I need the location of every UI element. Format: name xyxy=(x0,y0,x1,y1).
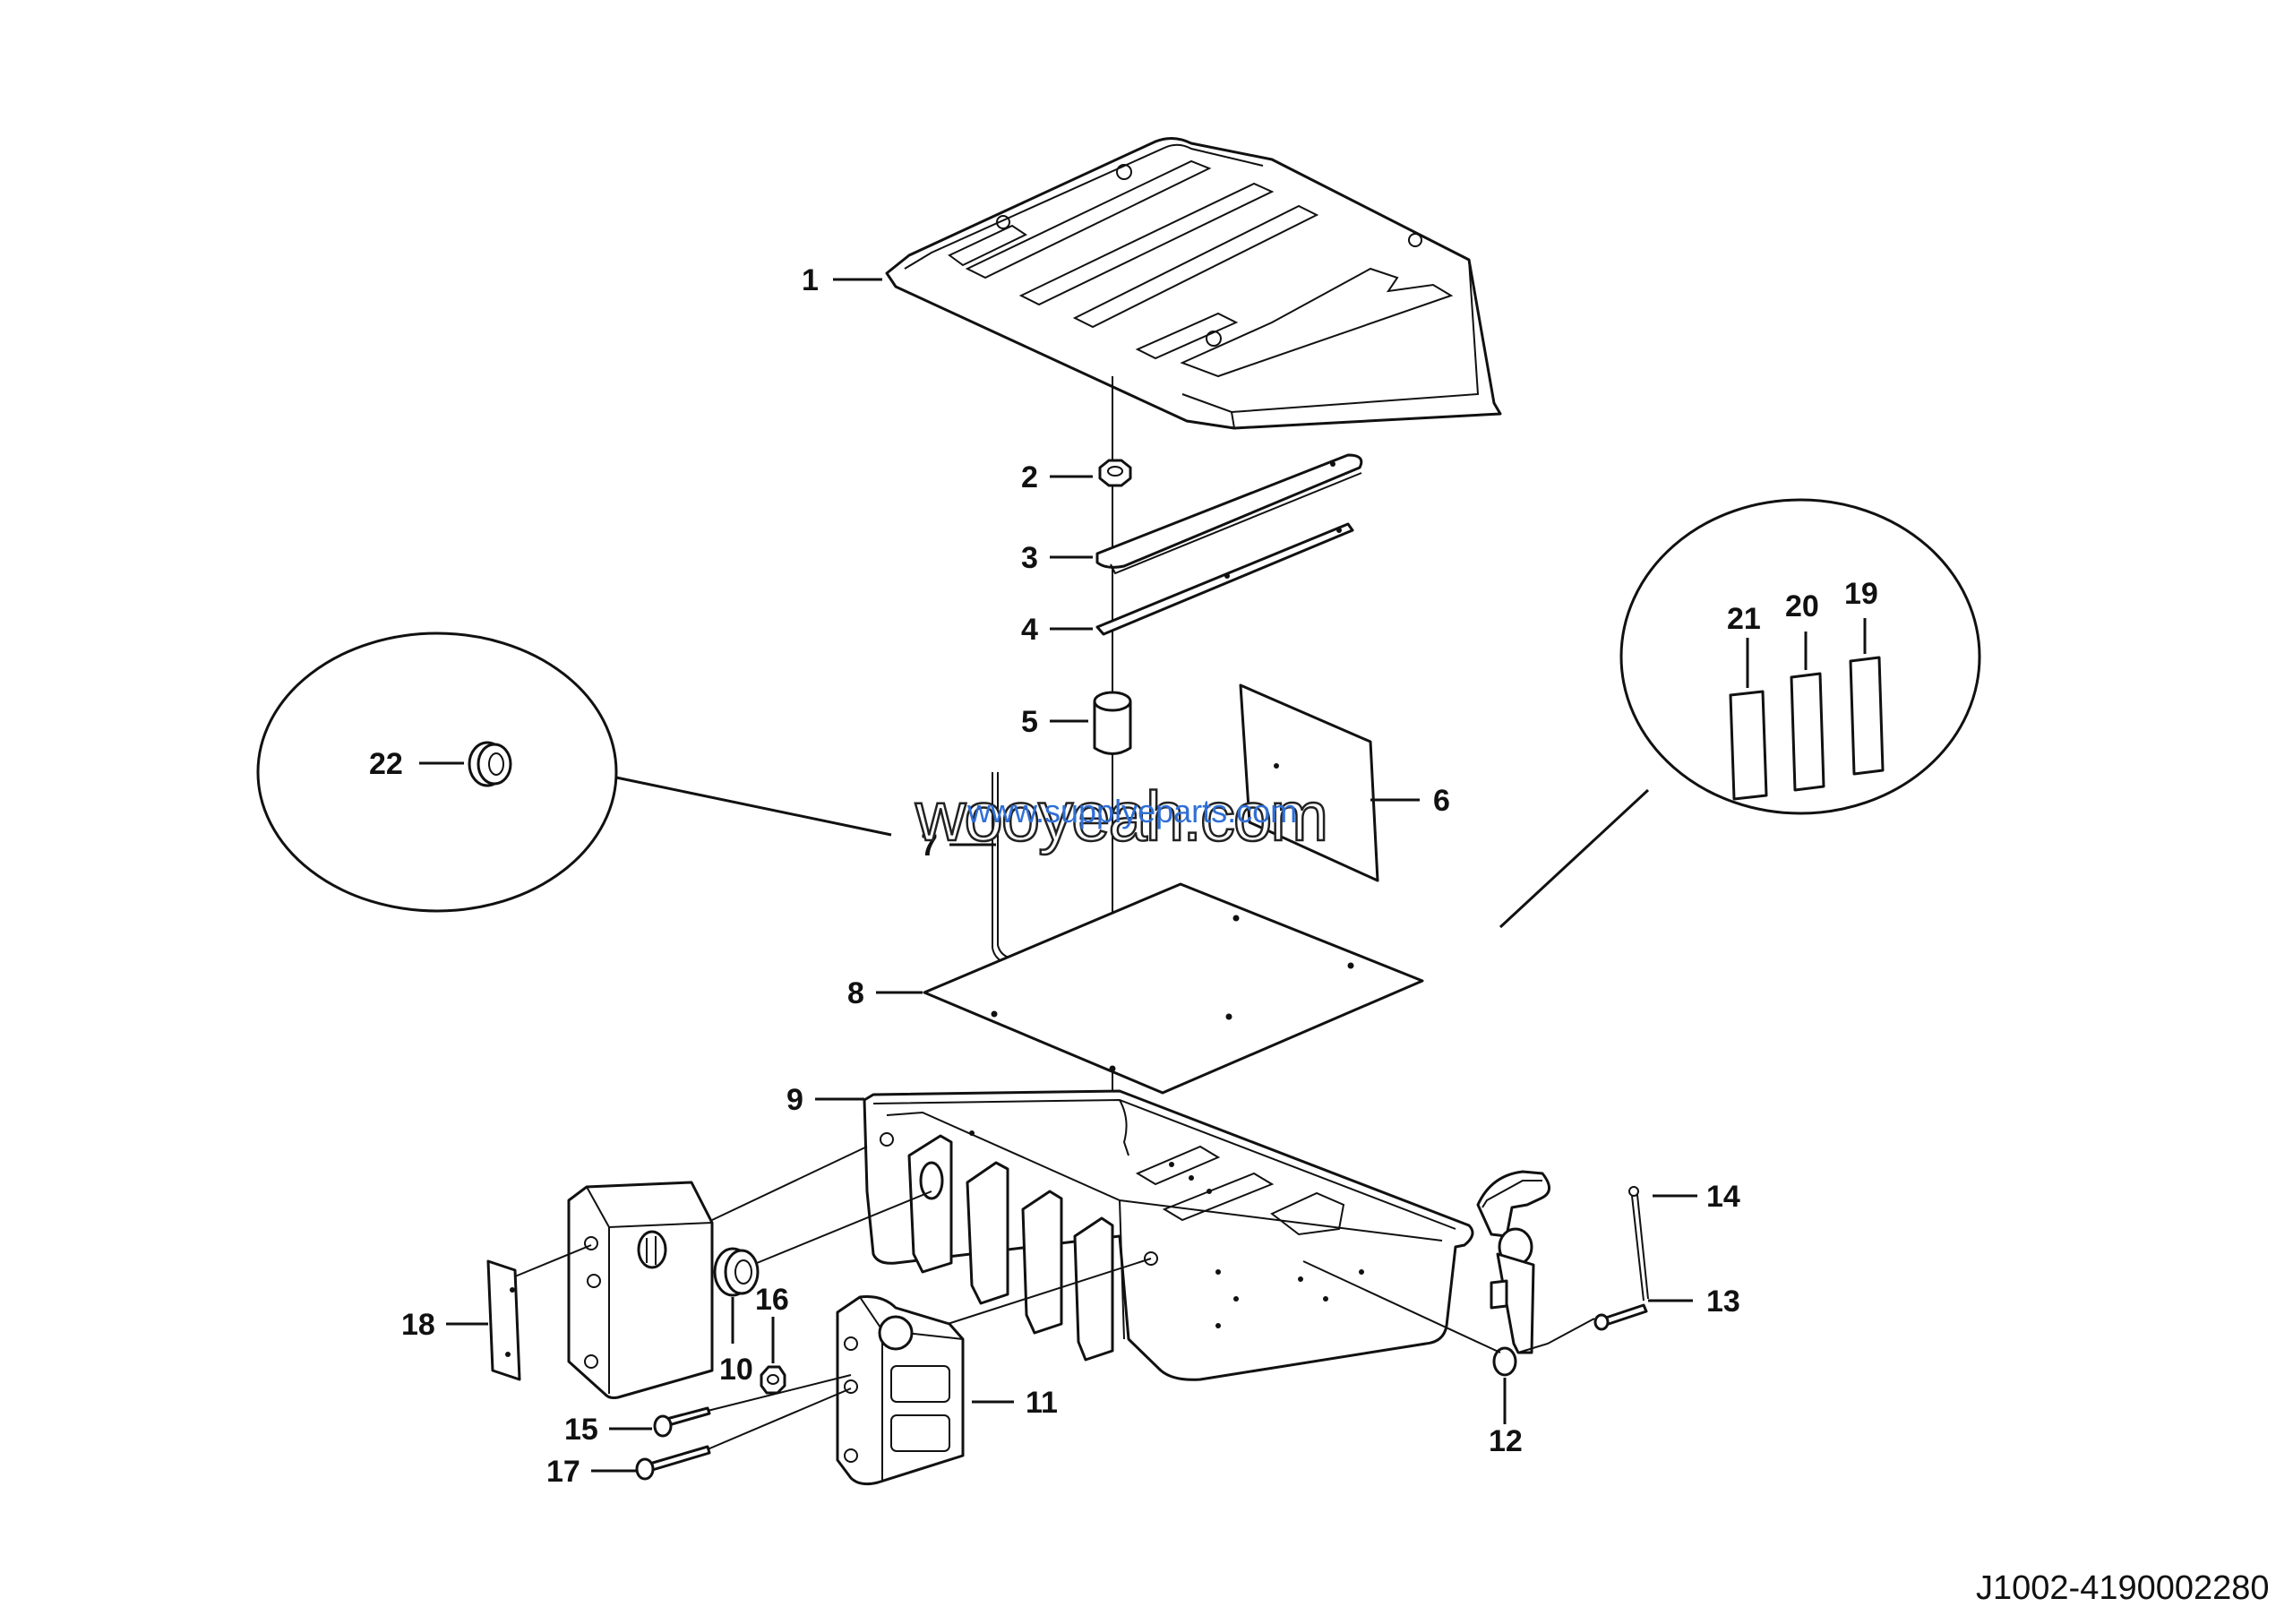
watermark-primary: wooyeah.com xyxy=(915,777,1327,855)
callout-5: 5 xyxy=(1021,705,1038,739)
callout-10: 10 xyxy=(719,1353,753,1387)
detail-left-pointer xyxy=(615,776,892,837)
callout-18: 18 xyxy=(401,1308,435,1342)
part-18-plate xyxy=(486,1259,521,1381)
frame-11-axis xyxy=(947,1258,1152,1325)
callout-14: 14 xyxy=(1706,1180,1740,1214)
callout-4: 4 xyxy=(1021,613,1038,647)
leader-10-axis xyxy=(756,1190,932,1264)
bolt-17-axis xyxy=(707,1388,852,1450)
callout-8: 8 xyxy=(847,976,864,1010)
block-link-line xyxy=(711,1146,868,1221)
part-1-top-cover xyxy=(885,137,1502,430)
callout-1: 1 xyxy=(802,263,819,297)
callout-13: 13 xyxy=(1706,1285,1740,1319)
part-6-panel xyxy=(1239,683,1379,882)
part-2-nut xyxy=(1098,459,1132,487)
part-block-left xyxy=(567,1181,714,1399)
callout-3: 3 xyxy=(1021,541,1038,575)
detail-right-pointer xyxy=(1499,788,1650,929)
part-13-pin xyxy=(1593,1303,1648,1331)
part-11-frame xyxy=(836,1295,965,1486)
part-10-grommet xyxy=(713,1247,760,1297)
part-14-split-pin xyxy=(1628,1186,1649,1302)
callout-20: 20 xyxy=(1785,589,1819,623)
part-17-bolt xyxy=(635,1445,711,1481)
callout-2: 2 xyxy=(1021,460,1038,494)
handle-12-axis xyxy=(1302,1260,1501,1353)
drawing-code: J1002-4190002280 xyxy=(1976,1569,2270,1607)
plate-18-axis xyxy=(514,1244,592,1277)
callout-11: 11 xyxy=(1026,1386,1058,1420)
callout-21: 21 xyxy=(1727,602,1761,636)
callout-17: 17 xyxy=(546,1455,580,1489)
detail-circle-right xyxy=(1619,498,1981,815)
part-12-t-handle xyxy=(1476,1170,1595,1377)
callout-16: 16 xyxy=(755,1283,789,1317)
part-15-bolt xyxy=(653,1406,711,1438)
part-5-spacer xyxy=(1093,691,1132,755)
callout-15: 15 xyxy=(564,1413,598,1447)
callout-19: 19 xyxy=(1844,577,1878,611)
callout-9: 9 xyxy=(786,1083,803,1117)
bolt-15-axis xyxy=(707,1374,852,1412)
part-8-plate xyxy=(923,882,1424,1095)
callout-7: 7 xyxy=(921,829,938,863)
part-16-nut xyxy=(760,1365,786,1395)
watermark-secondary: www.supplyeparts.com xyxy=(966,793,1297,829)
part-4-strip xyxy=(1095,522,1354,636)
part-3-bracket xyxy=(1095,453,1363,575)
detail-circle-left xyxy=(256,632,618,913)
callout-22: 22 xyxy=(369,747,403,781)
callout-12: 12 xyxy=(1489,1424,1523,1458)
callout-6: 6 xyxy=(1433,784,1450,818)
part-9-tray xyxy=(863,1089,1474,1381)
